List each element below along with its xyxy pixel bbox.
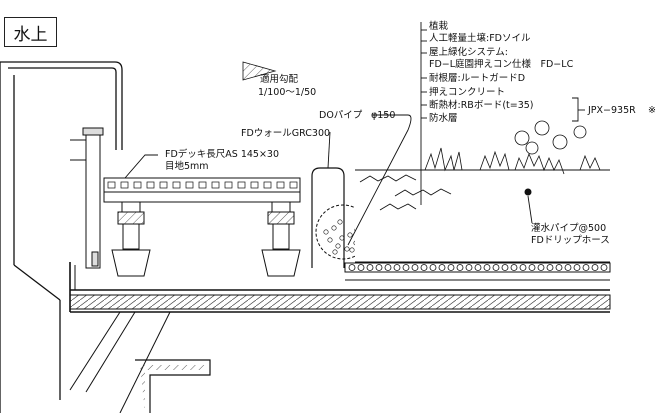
drain-cell xyxy=(510,264,518,271)
deck-rib xyxy=(276,181,285,189)
annotations: 適用勾配 1/100〜1/50 DOパイプ φ150 FDウォールGRC300 … xyxy=(165,20,656,246)
deck-rib xyxy=(120,181,129,189)
layer-concrete: 押えコンクリート xyxy=(429,86,505,98)
drain-cell xyxy=(519,264,527,271)
spec-code: JPX−935R xyxy=(587,105,636,116)
drain-cell xyxy=(393,264,401,271)
drain-pipe xyxy=(70,127,104,269)
deck-label: FDデッキ長尺AS 145×30 xyxy=(165,148,279,160)
drain-cell xyxy=(483,264,491,271)
do-pipe-size: φ150 xyxy=(371,110,395,121)
layer-system-spec: FD−L庭園押えコン仕様 FD−LC xyxy=(429,58,574,70)
gravel-stone xyxy=(339,235,345,241)
parapet xyxy=(0,61,123,413)
slope-value: 1/100〜1/50 xyxy=(258,87,316,98)
drain-cell xyxy=(546,264,554,271)
deck xyxy=(103,177,301,203)
drip-hose-label: FDドリップホース xyxy=(531,235,610,246)
deck-rib xyxy=(107,181,116,189)
drain-cell xyxy=(384,264,392,271)
drain-cell xyxy=(474,264,482,271)
drain-cell xyxy=(447,264,455,271)
drain-cell xyxy=(456,264,464,271)
title-text: 水上 xyxy=(13,24,48,45)
title-box: 水上 xyxy=(4,17,57,47)
gravel-stone xyxy=(331,225,337,231)
deck-rib xyxy=(237,181,246,189)
gravel-stone xyxy=(337,219,343,225)
gravel-stone xyxy=(335,243,341,249)
drain-cell xyxy=(438,264,446,271)
deck-rib xyxy=(159,181,168,189)
layer-waterproof: 防水層 xyxy=(429,112,458,124)
drain-cell xyxy=(591,264,599,271)
plants xyxy=(424,120,601,175)
layer-system: 屋上緑化システム: xyxy=(429,46,508,58)
deck-rib xyxy=(198,181,207,189)
drain-cell xyxy=(375,264,383,271)
planting-bed xyxy=(344,169,611,281)
deck-rib xyxy=(133,181,142,189)
drain-cell xyxy=(501,264,509,271)
drain-cell xyxy=(555,264,563,271)
gravel-stone xyxy=(332,249,338,255)
deck-rib xyxy=(289,181,298,189)
pedestal-right xyxy=(261,201,301,277)
deck-joint-label: 目地5mm xyxy=(165,160,209,172)
drain-cell xyxy=(411,264,419,271)
gravel-stone xyxy=(349,247,355,253)
drain-cell xyxy=(537,264,545,271)
layer-insulation: 断熱材:RBボード(t=35) xyxy=(429,99,534,111)
drain-cell xyxy=(366,264,374,271)
irrigation-label: 灌水パイプ@500 xyxy=(531,222,606,234)
deck-rib xyxy=(263,181,272,189)
deck-rib xyxy=(224,181,233,189)
slope-arrow xyxy=(242,61,277,81)
deck-rib xyxy=(250,181,259,189)
deck-rib xyxy=(146,181,155,189)
drain-cell xyxy=(528,264,536,271)
wall-label: FDウォールGRC300 xyxy=(241,128,330,139)
drain-cell xyxy=(348,264,356,271)
gravel-stone xyxy=(327,237,333,243)
layer-planting: 植栽 xyxy=(429,20,449,32)
drain-cell xyxy=(492,264,500,271)
spec-mark: ※ xyxy=(648,105,656,116)
irrigation-pipe xyxy=(524,188,532,196)
garden-wall xyxy=(311,167,345,268)
drain-cell xyxy=(564,264,572,271)
drain-cell xyxy=(429,264,437,271)
drain-cell xyxy=(420,264,428,271)
do-pipe-label: DOパイプ xyxy=(319,110,363,121)
slope-label: 適用勾配 xyxy=(260,73,299,85)
pedestal-left xyxy=(111,201,151,277)
drain-cell xyxy=(402,264,410,271)
deck-rib xyxy=(185,181,194,189)
drain-cell xyxy=(465,264,473,271)
drain-cell xyxy=(582,264,590,271)
deck-rib xyxy=(172,181,181,189)
layer-root-guard: 耐根層:ルートガードD xyxy=(429,72,525,84)
gravel-stone xyxy=(347,232,353,238)
soil-hatch xyxy=(359,174,452,211)
deck-rib xyxy=(211,181,220,189)
gravel-stone xyxy=(344,246,350,252)
leader-lines xyxy=(124,22,585,246)
roof-slab xyxy=(69,262,611,413)
layer-soil: 人工軽量土壌:FDソイル xyxy=(429,32,531,44)
gravel-stone xyxy=(323,229,329,235)
drain-cell xyxy=(600,264,608,271)
drain-cell xyxy=(573,264,581,271)
drain-cell xyxy=(357,264,365,271)
